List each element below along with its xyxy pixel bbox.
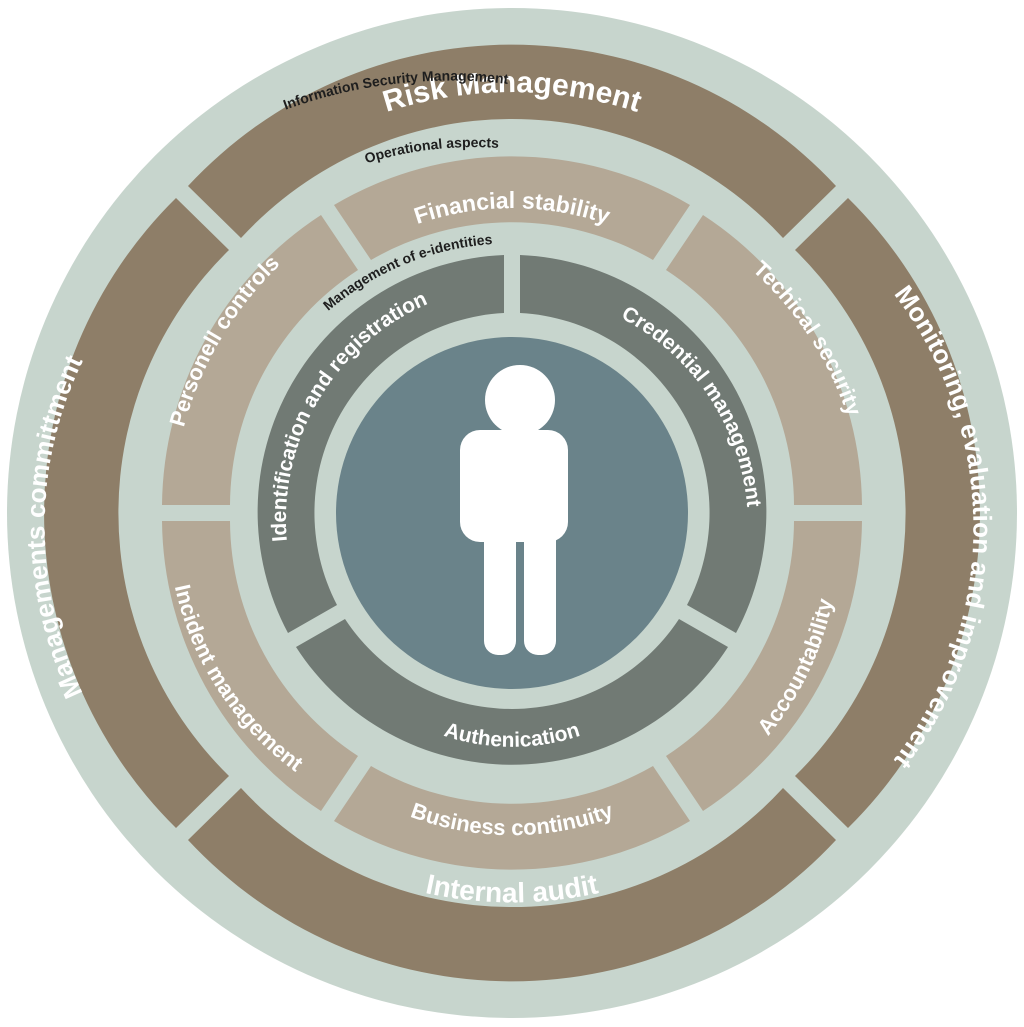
inner-segment-right	[520, 255, 767, 633]
middle-segment-bottom-left	[162, 521, 358, 811]
outer-segment-right	[795, 198, 980, 828]
outer-segment-top	[188, 44, 836, 239]
middle-segment-bottom-right	[666, 521, 862, 811]
inner-segment-bottom	[296, 619, 728, 765]
middle-segment-top-left	[162, 215, 358, 505]
middle-ring	[162, 156, 862, 870]
outer-segment-left	[44, 198, 229, 828]
middle-segment-top-right	[666, 215, 862, 505]
middle-segment-top	[334, 156, 690, 260]
outer-ring	[44, 44, 980, 982]
inner-ring	[257, 255, 767, 765]
inner-segment-left	[257, 255, 504, 633]
middle-segment-bottom	[334, 766, 690, 870]
outer-segment-bottom	[188, 788, 836, 982]
person-icon	[460, 365, 568, 655]
